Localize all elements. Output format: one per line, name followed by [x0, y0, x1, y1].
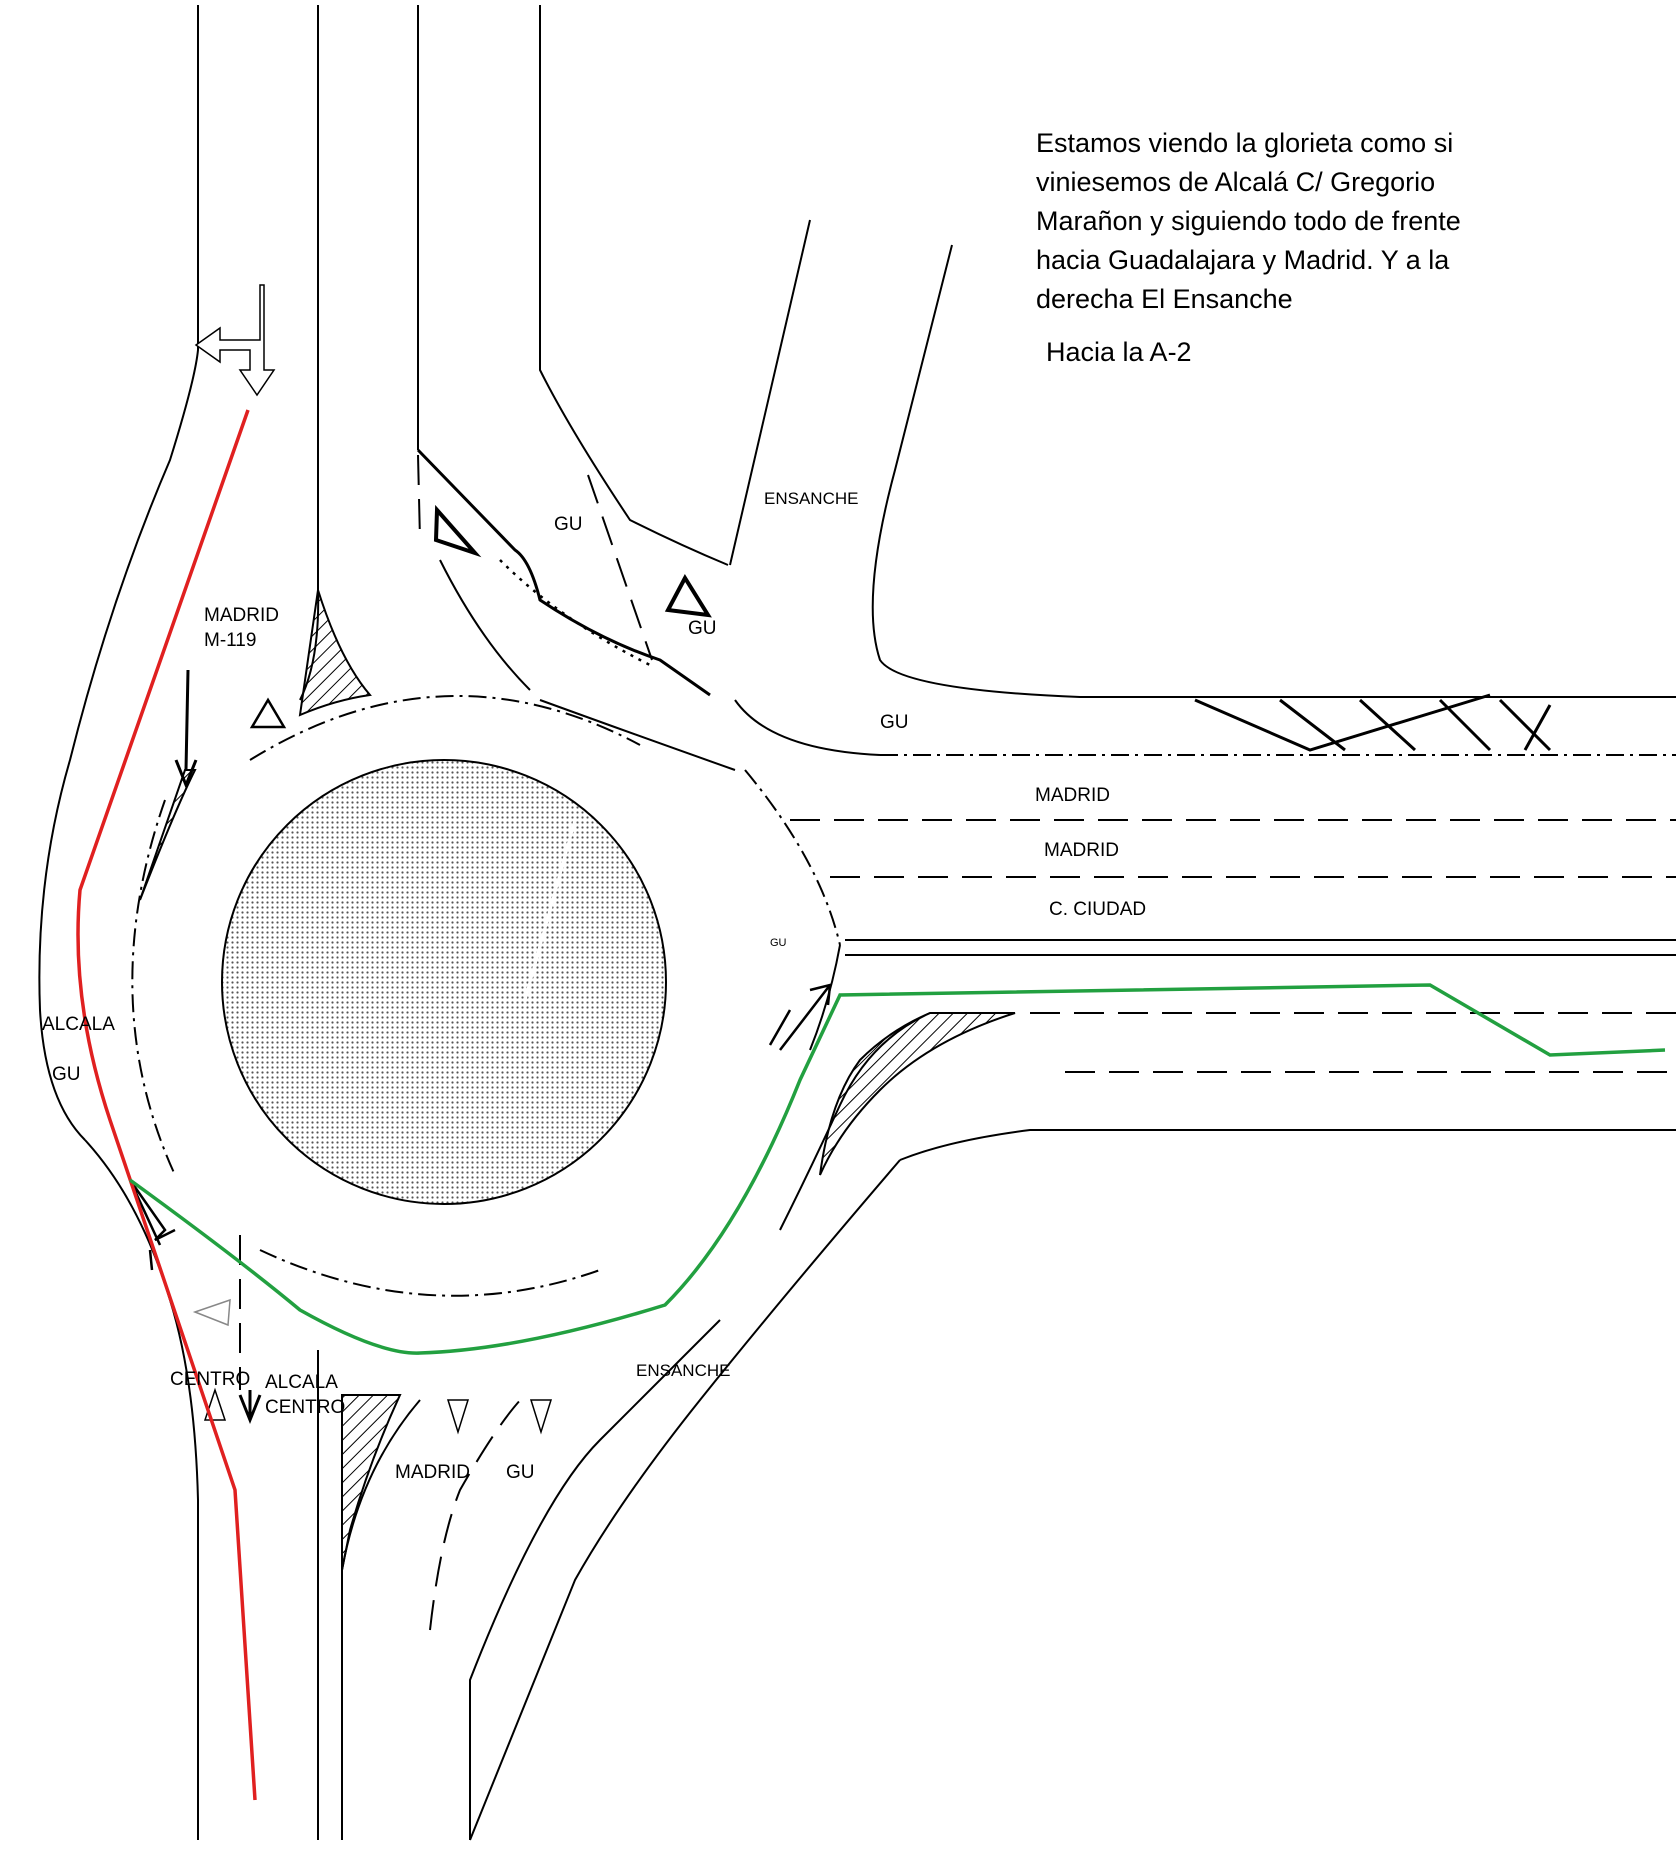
description-line-1: Estamos viendo la glorieta como si — [1036, 128, 1453, 158]
ring-edge-top — [249, 695, 641, 761]
label-madrid-lane2: MADRID — [1044, 840, 1119, 861]
label-madrid-bottom: MADRID — [395, 1462, 470, 1483]
description-block: Estamos viendo la glorieta como si vinie… — [1036, 128, 1461, 367]
turn-arrow-icon — [194, 284, 276, 397]
yield-triangle-5 — [203, 1387, 227, 1421]
ring-edge-bottom — [259, 1249, 601, 1297]
n-road-lower — [439, 559, 531, 691]
n-road-to-ring — [539, 699, 736, 771]
nw-road-outer — [38, 5, 199, 1141]
label-gu-bottom: GU — [506, 1462, 535, 1483]
n-road-gu-dash — [587, 474, 653, 661]
island-line — [523, 819, 577, 1001]
label-m119: M-119 — [204, 630, 256, 651]
hatch-island-east — [819, 1012, 1016, 1176]
hatch-island-w — [139, 769, 197, 901]
yield-triangle-7 — [529, 1399, 553, 1435]
label-ensanche-bottom: ENSANCHE — [636, 1361, 730, 1380]
east-edge-top — [734, 699, 881, 756]
yield-triangle-6 — [446, 1399, 470, 1435]
label-madrid-lane1: MADRID — [1035, 785, 1110, 806]
yield-triangle-2 — [433, 504, 482, 558]
arrow-up-right-icon — [768, 983, 832, 1051]
east-edge-bottom — [899, 1129, 1676, 1161]
n-road-dotted — [499, 559, 651, 667]
zebra-hatch — [1194, 693, 1552, 752]
description-line-4: hacia Guadalajara y Madrid. Y a la — [1036, 245, 1450, 275]
hatch-island-nw — [298, 589, 372, 717]
arrow-down-left-icon — [174, 669, 198, 790]
label-gu-right: GU — [880, 712, 909, 733]
label-alcala-bottom: ALCALA — [265, 1372, 338, 1393]
central-island — [221, 759, 667, 1205]
label-centro-bottom: CENTRO — [265, 1397, 345, 1418]
arrow-down-icon — [238, 1390, 262, 1425]
nw-road-inner — [299, 5, 320, 701]
s-road-right-1 — [469, 1319, 721, 1840]
s-road-dash-2 — [429, 1394, 526, 1631]
s-road-right-2 — [469, 1159, 901, 1841]
yield-triangle-1 — [249, 697, 287, 729]
green-route — [128, 983, 1666, 1355]
arrow-left-lane-icon — [128, 1179, 176, 1271]
description-line-3: Marañon y siguiendo todo de frente — [1036, 206, 1461, 236]
n-road-divider — [416, 448, 711, 697]
label-gu-small: GU — [770, 937, 787, 949]
label-gu-top: GU — [554, 514, 583, 535]
ensanche-road-right — [871, 244, 1676, 698]
label-gu-left: GU — [52, 1064, 81, 1085]
label-gu-triangle: GU — [688, 618, 717, 639]
red-route — [76, 409, 257, 1801]
description-line-2: viniesemos de Alcalá C/ Gregorio — [1036, 167, 1435, 197]
description-subtitle: Hacia la A-2 — [1046, 337, 1192, 367]
ring-edge-left — [131, 799, 176, 1176]
yield-triangle-4 — [192, 1298, 231, 1327]
label-ensanche-top: ENSANCHE — [764, 489, 858, 508]
east-entry-curve — [809, 944, 841, 1051]
ring-edge-right — [744, 769, 841, 946]
label-c-ciudad: C. CIUDAD — [1049, 899, 1146, 920]
hatch-island-s — [341, 1394, 402, 1571]
description-line-5: derecha El Ensanche — [1036, 284, 1293, 314]
yield-triangle-3 — [664, 573, 712, 618]
label-madrid-top: MADRID — [204, 605, 279, 626]
s-road-left-outer — [84, 1139, 199, 1840]
label-centro-left: CENTRO — [170, 1369, 250, 1390]
n-road-left — [539, 5, 729, 566]
ensanche-road-left — [729, 219, 811, 566]
n-road-dash — [417, 454, 421, 541]
label-alcala-left: ALCALA — [42, 1014, 115, 1035]
